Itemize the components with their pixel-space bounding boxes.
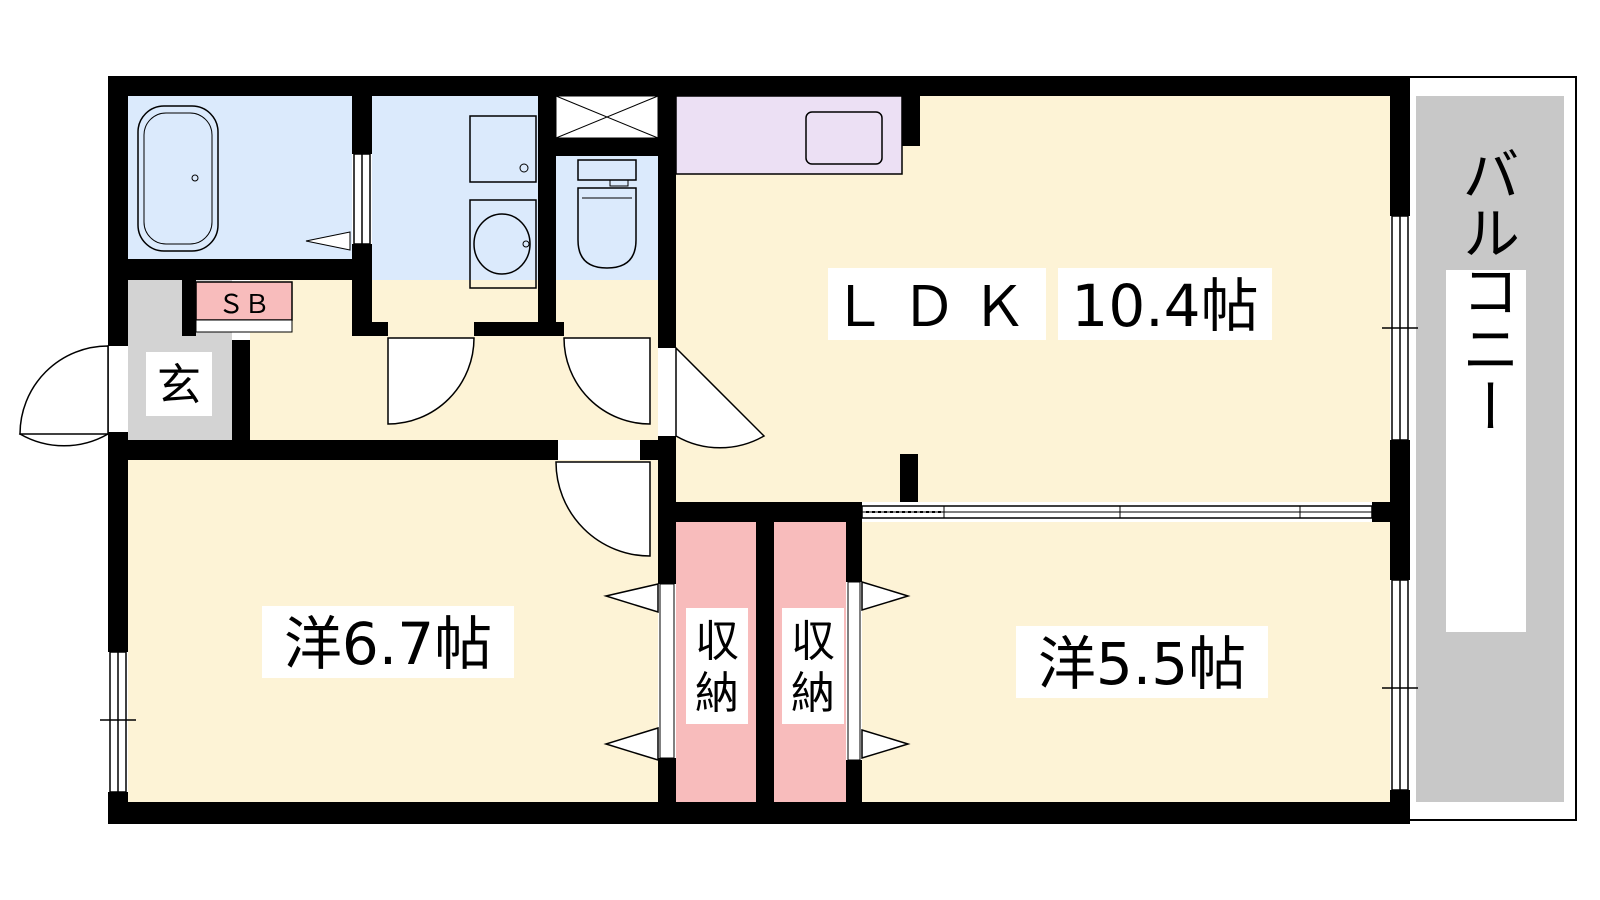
kitchen-counter [675,95,903,175]
sink-icon [805,111,883,165]
western-room-right-label: 洋5.5帖 [1038,630,1246,698]
ldk-size-label: 10.4帖 [1071,272,1258,340]
fixtures [137,105,637,333]
walls [108,76,1410,824]
balcony-label: バルコニー [1452,145,1520,435]
windows [100,153,1418,793]
room-labels: ＬＤＫ 10.4帖 洋6.7帖 洋5.5帖 収納 収納 玄 ＳＢ バルコニー [146,145,1526,724]
doors [18,337,766,557]
washroom-door [387,337,475,425]
bath-door-indicator [305,231,351,251]
shoebox-label: ＳＢ [218,290,270,320]
ldk-door [675,346,766,449]
washbasin-icon [469,115,537,289]
bathtub-icon [137,105,219,252]
room-floors [128,95,1390,802]
bathroom-floor [128,96,352,259]
storage-doors [603,580,911,762]
western-room-door [555,461,651,557]
storage-left-label: 収納 [695,616,739,719]
western-room-left-label: 洋6.7帖 [284,610,492,678]
ldk-label: ＬＤＫ [831,275,1041,340]
toilet-icon [577,159,637,269]
shoebox [195,281,293,321]
balcony [1399,76,1577,821]
sliding-partition [861,505,1373,519]
entrance-label: 玄 [157,360,201,411]
storage-right-label: 収納 [791,616,835,719]
toilet-door [563,337,651,425]
